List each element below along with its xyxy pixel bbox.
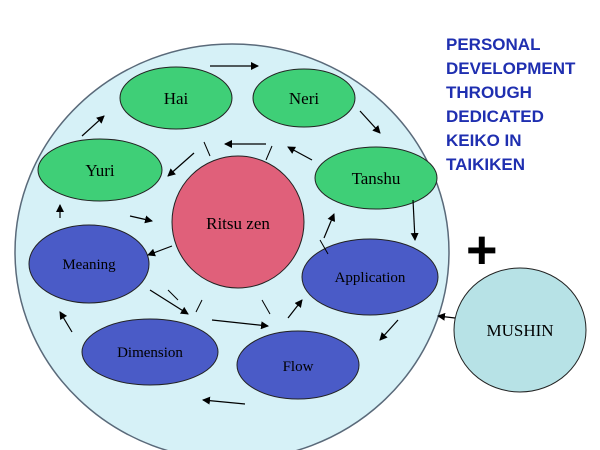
arrow [323, 213, 335, 239]
arrow [59, 311, 73, 333]
node-neri: Neri [252, 68, 356, 128]
node-dimension-label: Dimension [117, 345, 183, 361]
arrow [81, 115, 105, 137]
node-tanshu: Tanshu [314, 146, 438, 210]
node-neri-label: Neri [289, 89, 319, 108]
inner-arrows [129, 140, 456, 330]
node-dimension: Dimension [81, 318, 219, 386]
node-ritsu-zen-label: Ritsu zen [206, 214, 270, 233]
arrow [202, 396, 246, 405]
title-line: DEDICATED [446, 107, 544, 126]
arrow [359, 110, 381, 134]
arrow [149, 289, 189, 315]
title-line: THROUGH [446, 83, 532, 102]
node-mushin-label: MUSHIN [486, 321, 553, 340]
arrow [211, 319, 269, 330]
node-tanshu-label: Tanshu [352, 169, 401, 188]
node-ritsu-zen: Ritsu zen [171, 155, 305, 289]
node-mushin: MUSHIN [453, 267, 587, 393]
node-flow-label: Flow [283, 359, 314, 375]
node-flow: Flow [236, 330, 360, 400]
node-hai-label: Hai [164, 89, 189, 108]
title-line: DEVELOPMENT [446, 59, 576, 78]
tick-marks [167, 141, 329, 315]
node-meaning: Meaning [28, 224, 150, 304]
node-application-label: Application [335, 270, 406, 286]
arrow [167, 152, 195, 177]
arrow [410, 199, 419, 241]
node-meaning-label: Meaning [62, 257, 116, 273]
arrow [147, 245, 173, 257]
arrow [129, 215, 153, 224]
node-yuri-label: Yuri [85, 161, 115, 180]
title-block: PERSONAL DEVELOPMENT THROUGH DEDICATED K… [446, 35, 576, 174]
node-application: Application [301, 238, 439, 316]
arrow [437, 312, 456, 321]
arrow [287, 299, 303, 319]
title-line: KEIKO IN [446, 131, 522, 150]
node-yuri: Yuri [37, 138, 163, 202]
plus-sign: + [466, 220, 498, 280]
node-hai: Hai [119, 66, 233, 130]
title-line: PERSONAL [446, 35, 540, 54]
arrow [379, 319, 399, 341]
cycle-arrows [56, 62, 419, 405]
arrow [287, 146, 313, 161]
title-line: TAIKIKEN [446, 155, 525, 174]
